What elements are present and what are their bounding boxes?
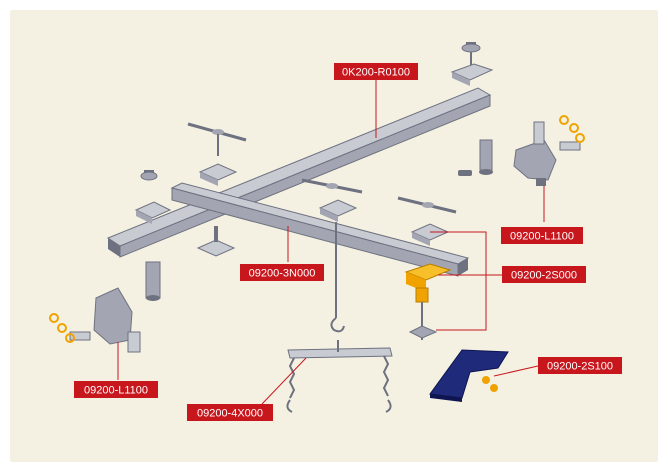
post-left bbox=[145, 261, 161, 301]
leader-slider-bracket bbox=[430, 231, 487, 331]
clamp-center bbox=[318, 199, 358, 222]
label-slider: 09200-2S000 bbox=[502, 266, 586, 283]
clamp-far-left bbox=[134, 201, 172, 224]
wing-nut-right bbox=[397, 196, 457, 214]
hanger-bar-assembly bbox=[286, 340, 393, 413]
knob-far-left bbox=[140, 170, 158, 181]
bracket-right-assembly bbox=[513, 115, 585, 186]
svg-text:09200-L1100: 09200-L1100 bbox=[510, 231, 574, 243]
bracket-left-assembly bbox=[49, 287, 141, 353]
leader-slider-plate bbox=[493, 365, 539, 377]
knob-top-right bbox=[461, 42, 481, 66]
clamp-left-mid bbox=[198, 163, 238, 186]
hook-rod bbox=[330, 222, 345, 333]
label-rail-cross: 09200-3N000 bbox=[240, 264, 324, 281]
main-rail-cross bbox=[170, 182, 470, 277]
clamp-top-right bbox=[450, 63, 494, 86]
label-hanger-bar: 09200-4X000 bbox=[187, 404, 273, 421]
label-slider-plate: 09200-2S100 bbox=[538, 357, 622, 374]
label-bracket-right: 09200-L1100 bbox=[501, 227, 583, 244]
clamp-under-left bbox=[196, 226, 236, 257]
leader-lines bbox=[117, 80, 545, 405]
svg-text:09200-2S000: 09200-2S000 bbox=[511, 270, 577, 282]
svg-text:09200-L1100: 09200-L1100 bbox=[84, 385, 148, 397]
label-bracket-left: 09200-L1100 bbox=[74, 381, 158, 398]
wing-nut-center bbox=[301, 178, 363, 194]
post-right bbox=[458, 139, 493, 176]
svg-text:09200-3N000: 09200-3N000 bbox=[249, 268, 316, 280]
leader-hanger bbox=[261, 357, 307, 405]
svg-text:09200-2S100: 09200-2S100 bbox=[547, 361, 613, 373]
wing-nut-left bbox=[187, 122, 247, 156]
svg-text:0K200-R0100: 0K200-R0100 bbox=[342, 67, 410, 79]
svg-text:09200-4X000: 09200-4X000 bbox=[197, 408, 263, 420]
slider-plate bbox=[429, 349, 509, 402]
slider-block bbox=[404, 263, 452, 340]
label-rail-top: 0K200-R0100 bbox=[334, 63, 418, 80]
